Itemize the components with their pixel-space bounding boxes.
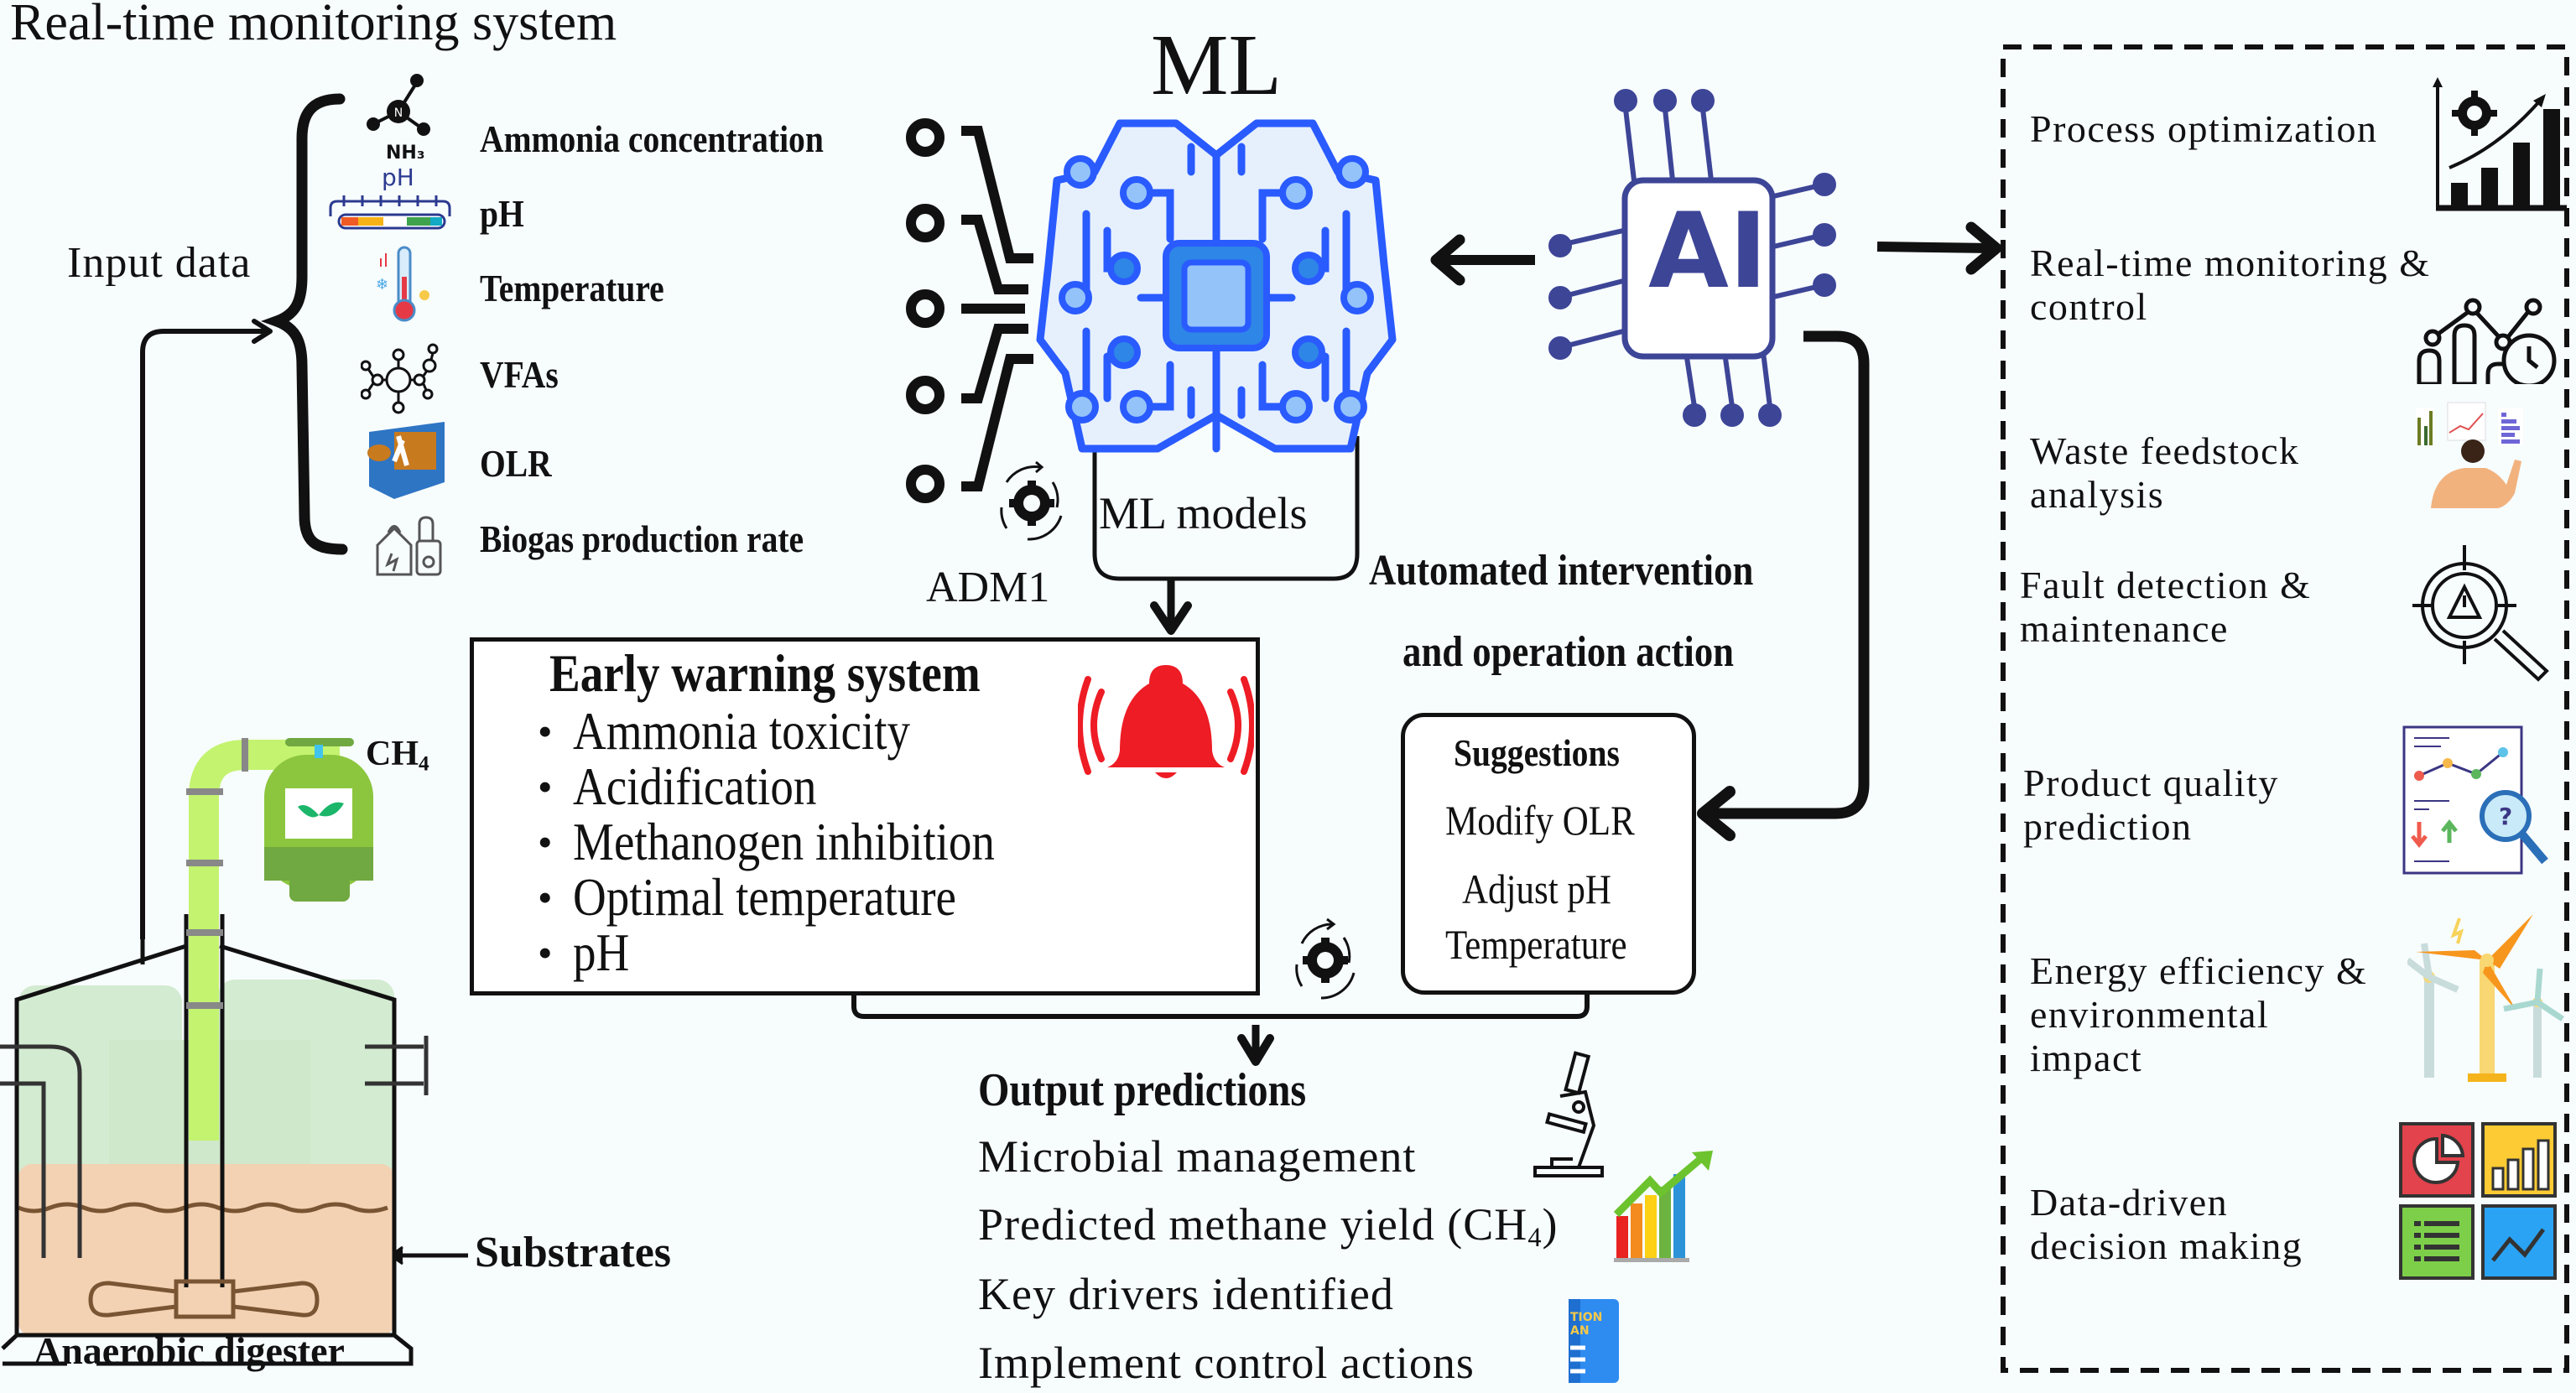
wind-turbine-icon [2407,914,2564,1082]
suggestions-box: Suggestions Modify OLR Adjust pH Tempera… [1401,713,1696,995]
feedstock-loading-icon [367,422,445,499]
suggestion-item: Temperature [1445,921,1627,968]
input-wires [961,126,1033,491]
automation-label-line1: Automated intervention [1369,547,1754,595]
biogas-plant-icon [376,516,442,576]
application-item-realtime-monitoring: Real-time monitoring &control [2030,242,2431,328]
warning-item: Optimal temperature [534,870,1064,926]
adm1-label: ADM1 [926,564,1050,611]
dashboard-tiles-icon [2399,1122,2557,1280]
anaerobic-digester-illustration [0,738,429,1366]
monitoring-clock-icon [2417,298,2557,384]
input-node [906,204,945,242]
input-data-label: Input data [67,239,252,287]
input-item-temperature: Temperature [480,267,664,309]
fault-search-icon [2412,545,2549,682]
molecule-icon [361,343,439,414]
feedback-arrowhead [252,319,273,344]
input-nodes [906,118,945,503]
warning-item: Methanogen inhibition [534,814,1064,871]
suggestion-item: Adjust pH [1462,865,1611,912]
ph-icon-caption: pH [382,164,414,191]
warning-item: Ammonia toxicity [534,704,1064,760]
feedback-arrow [140,329,267,939]
warning-item: pH [534,925,1064,981]
suggestions-title: Suggestions [1454,731,1620,774]
input-brace [261,93,348,555]
ml-title: ML [1151,17,1282,113]
input-item-olr: OLR [480,442,552,485]
process-cycle-gear-icon [1000,460,1063,541]
output-item: Implement control actions [978,1338,1475,1388]
input-node [906,376,945,414]
microscope-icon [1533,1051,1604,1177]
application-item-process-optimization: Process optimization [2030,107,2378,150]
ammonia-icon-caption: NH₃ [386,143,425,164]
automation-label-line2: and operation action [1402,628,1735,676]
report-magnifier-icon: ? [2402,725,2548,875]
ml-models-bracket [1092,436,1360,581]
input-item-ammonia: Ammonia concentration [480,117,824,160]
svg-text:N: N [394,107,403,120]
svg-text:AN: AN [1570,1324,1590,1338]
ml-models-label: ML models [1099,488,1308,538]
output-item: Key drivers identified [978,1269,1394,1319]
output-item: Microbial management [978,1131,1417,1182]
svg-text:?: ? [2499,803,2512,830]
alarm-bell-icon [1078,665,1254,778]
growth-chart-icon [1613,1151,1713,1262]
application-item-fault-detection: Fault detection &maintenance [2020,564,2312,650]
ai-to-applications-arrow [1876,242,1994,253]
automation-cycle-gear-icon [1295,917,1356,1000]
data-analyst-icon [2416,402,2523,508]
suggestion-item: Modify OLR [1445,797,1635,844]
action-plan-book-icon: TION AN [1569,1299,1619,1383]
input-node [906,289,945,328]
ai-to-suggestions-arrow [1706,330,1870,819]
early-warning-list: Ammonia toxicity Acidification Methanoge… [534,704,1064,981]
gear-growth-chart-icon [2433,77,2567,211]
ammonia-molecule-icon: N [367,74,430,136]
warning-item: Acidification [534,759,1064,815]
svg-text:TION: TION [1570,1311,1602,1324]
svg-text:❄: ❄ [376,276,388,293]
output-item: Predicted methane yield (CH4) [978,1199,1559,1254]
input-node [906,118,945,157]
thermometer-icon: ❄ [376,246,429,322]
ai-label: AI [1648,191,1768,312]
ph-scale-icon [329,195,451,230]
ai-chip-icon [1548,89,1836,427]
early-warning-title: Early warning system [549,643,981,703]
input-item-vfas: VFAs [480,353,559,396]
gas-tank-label: CH4 [366,735,429,776]
combine-bracket [851,994,1590,1019]
input-item-biogas: Biogas production rate [480,517,804,560]
brain-circuit-icon [1036,119,1397,453]
early-warning-box: Early warning system Ammonia toxicity Ac… [470,637,1260,995]
digester-label: Anaerobic digester [34,1329,345,1372]
substrates-label: Substrates [475,1229,672,1276]
input-node [906,465,945,503]
page-title: Real-time monitoring system [10,0,617,51]
output-title: Output predictions [978,1064,1307,1116]
tank-outline [14,943,397,1335]
applications-panel-border [2001,44,2569,1373]
input-item-ph: pH [480,192,524,235]
